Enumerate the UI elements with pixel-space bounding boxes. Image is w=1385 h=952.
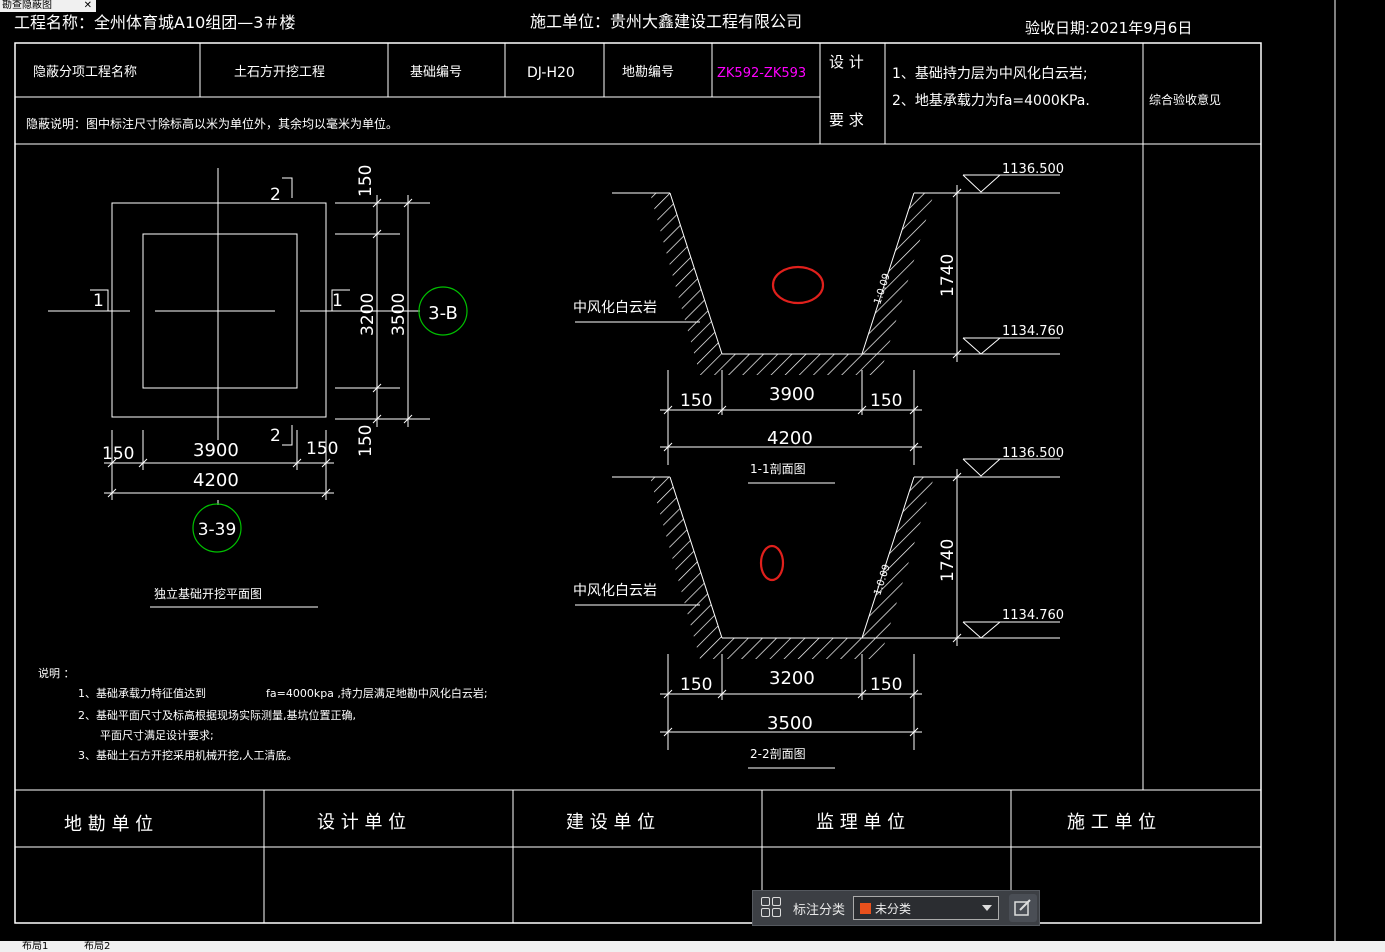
sign-col-supervisor: 监 理 单 位 [816,812,905,833]
annotation-category-label: 标注分类 [793,902,846,918]
sign-col-contractor: 施 工 单 位 [1067,812,1156,833]
design-requirement-2: 2、地基承载力为fa=4000KPa. [892,92,1090,109]
survey-no-value: ZK592-ZK593 [717,66,806,81]
sign-col-survey: 地 勘 单 位 [64,814,153,835]
notes-line-1b: fa=4000kpa ,持力层满足地勘中风化白云岩; [266,686,488,700]
section-mark-1-left: 1 [93,291,104,311]
project-name: 工程名称：全州体育城A10组团—3＃楼 [14,13,296,32]
plan-dim-outer: 3500 [389,293,409,336]
sec2-dim-left: 150 [680,675,712,695]
item-value: 土石方开挖工程 [234,64,325,80]
sec2-dim-bottom: 3200 [769,668,815,689]
info-table-lines [15,43,1261,923]
sec1-dim-left: 150 [680,391,712,411]
annotation-category-select[interactable]: 未分类 [853,896,1000,920]
red-marker-1 [771,265,825,305]
sec1-dim-total: 4200 [767,428,813,449]
drawing-frame [14,42,1262,924]
layout-tab-2[interactable]: 布局2 [84,941,111,952]
foundation-no-value: DJ-H20 [527,65,575,81]
sec2-dim-right: 150 [870,675,902,695]
design-requirement-1: 1、基础持力层为中风化白云岩; [892,65,1088,82]
item-label: 隐蔽分项工程名称 [33,64,137,80]
plan-dim-top: 150 [356,165,376,197]
sec1-title: 1-1剖面图 [750,462,806,476]
acceptance-date: 验收日期:2021年9月6日 [1025,19,1192,37]
design-label-top: 设 计 [829,53,864,71]
foundation-no-label: 基础编号 [410,65,462,80]
sec1-dim-bottom: 3900 [769,384,815,405]
notes-line-2b: 平面尺寸满足设计要求; [100,728,214,742]
plan-dim-bottom: 150 [356,425,376,457]
grid-icon[interactable] [761,897,783,919]
sec2-depth: 1740 [938,539,958,582]
axis-label-3b: 3-B [428,303,458,324]
axis-label-339: 3-39 [198,520,237,540]
construction-unit: 施工单位：贵州大鑫建设工程有限公司 [530,12,802,31]
survey-no-label: 地勘编号 [622,65,674,80]
plan-dim-mid: 3200 [358,293,378,336]
sec2-elev-bottom: 1134.760 [1002,608,1064,623]
plan-dim-inner: 3900 [193,440,239,461]
sec1-depth: 1740 [938,254,958,297]
sign-col-owner: 建 设 单 位 [566,812,655,833]
chevron-down-icon [982,905,993,911]
section-2-geometry [575,458,1060,769]
red-marker-2 [759,544,785,582]
layout-tab-bar: 布局1 布局2 [0,941,1385,952]
drawing-tab[interactable]: 勘查隐蔽图 ✕ [0,0,96,12]
axis-bubble-3b [418,286,468,336]
notes-line-2: 2、基础平面尺寸及标高根据现场实际测量,基坑位置正确, [78,708,356,722]
drawing-tab-label: 勘查隐蔽图 [2,0,52,11]
sec1-dim-right: 150 [870,391,902,411]
section-mark-1-right: 1 [332,291,343,311]
hidden-note: 隐蔽说明：图中标注尺寸除标高以米为单位外，其余均以毫米为单位。 [26,116,398,131]
annotation-category-value: 未分类 [875,901,912,916]
plan-view-geometry [48,168,430,608]
section-1-geometry [575,174,1060,484]
edit-icon[interactable] [1009,894,1038,922]
section-mark-2-bottom: 2 [270,426,281,446]
opinion-label: 综合验收意见 [1149,92,1221,107]
close-icon[interactable]: ✕ [83,0,92,11]
sec1-elev-bottom: 1134.760 [1002,324,1064,339]
annotation-toolbar: 标注分类 未分类 [752,890,1040,926]
notes-line-1: 1、基础承载力特征值达到 [78,686,206,700]
sec2-elev-top: 1136.500 [1002,446,1064,461]
notes-heading: 说明 ： [38,666,75,680]
sec2-dim-total: 3500 [767,713,813,734]
design-label-bottom: 要 求 [829,111,864,129]
plan-dim-total: 4200 [193,470,239,491]
sec1-rock-label: 中风化白云岩 [573,300,657,316]
section-mark-2-top: 2 [270,185,281,205]
category-color-swatch [860,902,872,914]
plan-dim-left: 150 [102,444,134,464]
plan-dim-right: 150 [306,439,338,459]
sec1-elev-top: 1136.500 [1002,162,1064,177]
axis-bubble-339 [192,503,242,553]
sec2-rock-label: 中风化白云岩 [573,583,657,599]
sec2-title: 2-2剖面图 [750,747,806,761]
sign-col-design: 设 计 单 位 [317,812,406,833]
notes-line-3: 3、基础土石方开挖采用机械开挖,人工清底。 [78,748,298,762]
layout-tab-1[interactable]: 布局1 [22,941,49,952]
plan-view-title: 独立基础开挖平面图 [154,586,262,601]
